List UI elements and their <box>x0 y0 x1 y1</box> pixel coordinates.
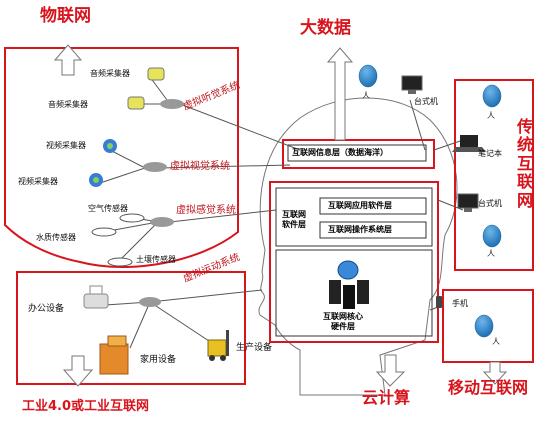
person-label: 人 <box>487 249 495 258</box>
big-data-title: 大数据 <box>300 18 351 38</box>
network-globe-icon <box>337 260 359 280</box>
water-sensor-label: 水质传感器 <box>36 233 76 242</box>
person-label: 人 <box>492 337 500 346</box>
industry-frame <box>16 271 246 385</box>
os-layer-label: 互联网操作系统层 <box>328 225 392 234</box>
software-layer-label: 互联网 软件层 <box>282 210 306 230</box>
video-collector-label: 视频采集器 <box>18 177 58 186</box>
office-equipment-label: 办公设备 <box>28 304 65 314</box>
traditional-internet-title: 传统互联网 <box>517 117 534 210</box>
desktop-label: 台式机 <box>414 97 438 106</box>
cloud-computing-title: 云计算 <box>362 388 411 407</box>
office-equipment-icon <box>83 285 109 309</box>
mobile-arrow <box>482 361 508 385</box>
desktop-label: 台式机 <box>478 199 502 208</box>
mobile-internet-title: 移动互联网 <box>448 378 529 397</box>
audio-collector-label: 音频采集器 <box>48 100 88 109</box>
app-software-layer-label: 互联网应用软件层 <box>328 201 392 210</box>
iot-frame <box>4 47 239 268</box>
desktop-icon <box>401 75 479 212</box>
big-data-arrow <box>326 47 354 141</box>
soil-sensor-label: 土壤传感器 <box>136 255 176 264</box>
iot-title: 物联网 <box>40 6 91 26</box>
mobile-frame <box>442 289 534 363</box>
video-collector-icon <box>89 139 117 187</box>
air-sensor-label: 空气传感器 <box>88 204 128 213</box>
head-outline <box>258 97 458 396</box>
forklift-icon <box>207 330 229 361</box>
server-icon <box>329 280 369 309</box>
laptop-icon <box>452 135 486 152</box>
production-equipment-label: 生产设备 <box>236 343 273 353</box>
phone-icon <box>436 296 442 308</box>
virtual-sensing-label: 虚拟感觉系统 <box>176 205 236 216</box>
core-hardware-label: 互联网核心 硬件层 <box>323 312 363 332</box>
person-label: 人 <box>362 91 370 100</box>
phone-label: 手机 <box>452 299 468 308</box>
virtual-vision-label: 虚拟视觉系统 <box>170 161 230 172</box>
core-frame <box>269 181 439 343</box>
cloud-arrow <box>375 354 406 387</box>
home-appliance-icon <box>99 335 129 375</box>
info-layer-label: 互联网信息层（数据海洋） <box>292 148 388 157</box>
person-icon <box>358 64 502 338</box>
person-label: 人 <box>487 111 495 120</box>
industry-arrow <box>62 355 94 387</box>
home-appliance-label: 家用设备 <box>140 355 177 365</box>
audio-collector-label: 音频采集器 <box>90 69 130 78</box>
traditional-frame <box>454 79 534 271</box>
laptop-label: 笔记本 <box>478 149 502 158</box>
video-collector-label: 视频采集器 <box>46 141 86 150</box>
iot-arrow <box>53 44 83 76</box>
audio-collector-icon <box>127 67 165 110</box>
industry-title: 工业4.0或工业互联网 <box>22 399 150 414</box>
